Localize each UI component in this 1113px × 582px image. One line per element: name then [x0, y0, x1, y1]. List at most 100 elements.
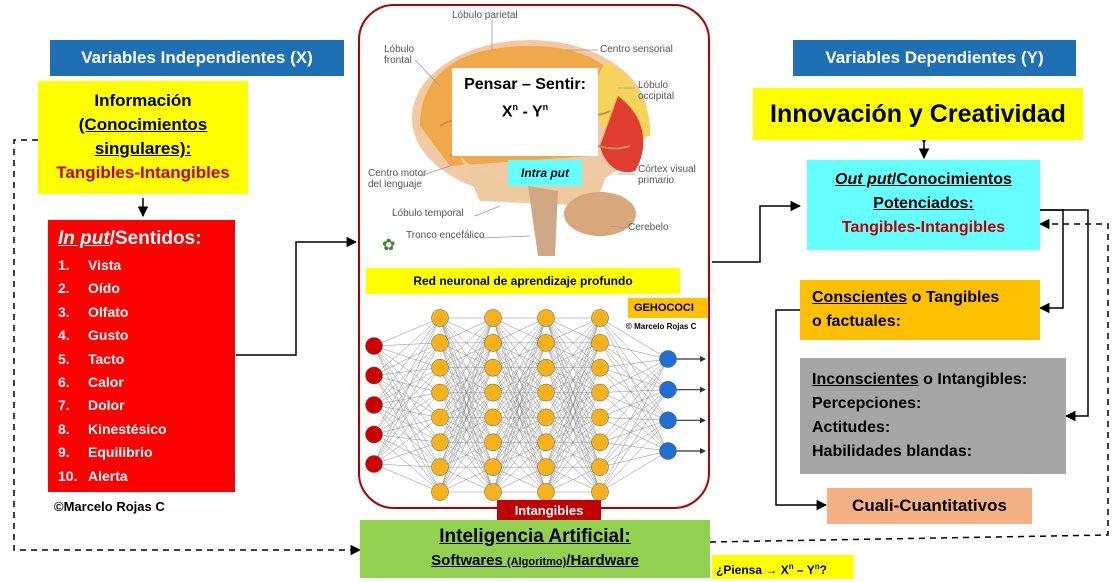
- nn-connection: [545, 417, 601, 493]
- nn-node: [484, 334, 502, 352]
- nn-connection: [439, 342, 494, 493]
- nn-connection: [599, 358, 669, 443]
- sense-number: 9.: [58, 444, 70, 461]
- nn-connection: [373, 442, 441, 465]
- nn-connection: [599, 417, 669, 452]
- nn-node: [484, 408, 502, 427]
- pensar-sentir-box: Pensar – Sentir: Xn - Yn: [452, 68, 598, 156]
- nn-connection: [373, 417, 441, 465]
- nn-connection: [599, 420, 669, 468]
- nn-node: [484, 433, 502, 452]
- nn-connection: [599, 342, 669, 360]
- nn-connection: [373, 375, 441, 493]
- arrow-output-to-inconscientes: [1040, 209, 1089, 422]
- nn-connection: [373, 342, 441, 465]
- nn-connection: [599, 389, 669, 493]
- sense-label: Alerta: [88, 467, 128, 484]
- nn-node: [484, 483, 502, 501]
- nn-node: [591, 334, 609, 352]
- nn-connection: [599, 317, 669, 452]
- dashed-feedback-right: [709, 218, 1109, 543]
- nn-connection: [373, 317, 441, 406]
- sense-item: 9.Equilibrio: [58, 441, 235, 464]
- nn-connection: [545, 317, 601, 344]
- nn-connection: [373, 375, 441, 393]
- nn-node: [591, 383, 609, 402]
- nn-connection: [373, 345, 441, 418]
- nn-node: [365, 455, 383, 473]
- nn-node: [591, 483, 609, 501]
- nn-node: [484, 383, 502, 402]
- nn-connection: [439, 317, 494, 344]
- nn-node: [659, 380, 677, 399]
- output-line3: Tangibles-Intangibles: [841, 219, 1006, 236]
- nn-node: [365, 425, 383, 444]
- nn-node: [537, 458, 555, 476]
- nn-connection: [599, 442, 669, 452]
- nn-connection: [373, 317, 441, 376]
- nn-connection: [439, 317, 494, 493]
- nn-connection: [545, 317, 601, 393]
- nn-connection: [599, 450, 669, 493]
- ai-box: Inteligencia Artificial: Softwares (Algo…: [360, 520, 710, 578]
- info-line2: (Conocimientos: [78, 115, 208, 134]
- sense-item: 2.Oído: [58, 277, 235, 300]
- nn-connection: [599, 420, 669, 493]
- nn-connection: [373, 342, 441, 376]
- nn-connection: [492, 466, 547, 493]
- nn-connection: [545, 317, 601, 418]
- sense-item: 1. Vista: [58, 254, 235, 277]
- label-frontal: Lóbulo frontal: [384, 44, 415, 66]
- nn-connection: [373, 392, 441, 435]
- ai-title: Inteligencia Artificial:: [439, 526, 631, 547]
- nn-node: [659, 442, 677, 460]
- nn-connection: [373, 392, 441, 465]
- nn-connection: [599, 358, 669, 493]
- nn-node: [365, 337, 383, 355]
- nn-connection: [599, 317, 669, 421]
- info-box: Información (Conocimientos singulares): …: [38, 81, 248, 194]
- sense-number: 7.: [58, 397, 70, 414]
- nn-connection: [439, 317, 494, 368]
- sense-label: Kinestésico: [88, 420, 167, 437]
- nn-connection: [439, 317, 494, 393]
- output-line2: Potenciados:: [873, 195, 974, 212]
- nn-connection: [599, 389, 669, 468]
- sense-label: Vista: [88, 257, 122, 273]
- nn-connection: [373, 463, 441, 493]
- sense-label: Calor: [88, 374, 124, 391]
- nn-connection: [373, 317, 441, 435]
- nn-connection: [492, 317, 547, 443]
- nn-node: [431, 358, 449, 377]
- left-header: Variables Independientes (X): [50, 40, 344, 76]
- nn-connection: [599, 420, 669, 443]
- brain-frame: ✿ Lóbulo parietal Lóbulo frontal Centro …: [358, 4, 710, 509]
- info-line1: Información: [94, 91, 192, 110]
- nn-connection: [492, 317, 547, 344]
- nn-connection: [492, 442, 547, 493]
- nn-connection: [545, 317, 601, 493]
- sense-number: 1.: [58, 257, 70, 273]
- sense-number: 2.: [58, 280, 70, 297]
- sense-item: 10.Alerta: [58, 465, 235, 488]
- nn-connection: [599, 367, 669, 452]
- label-visual: Córtex visual primario: [638, 164, 696, 186]
- nn-node: [537, 309, 555, 327]
- label-occipital: Lóbulo occipital: [638, 80, 675, 102]
- nn-connection: [492, 317, 547, 468]
- label-tronco: Tronco encefálico: [406, 230, 485, 241]
- nn-connection: [373, 345, 441, 493]
- sense-number: 5.: [58, 350, 70, 367]
- nn-connection: [599, 389, 669, 393]
- nn-connection: [492, 317, 547, 393]
- nn-connection: [373, 367, 441, 376]
- nn-output-arrowhead: [700, 356, 706, 362]
- nn-connection: [373, 345, 441, 368]
- nn-connection: [439, 466, 494, 493]
- nn-connection: [373, 417, 441, 435]
- nn-connection: [545, 392, 601, 493]
- nn-output-arrowhead: [700, 386, 706, 393]
- conscientes-box: Conscientes o Tangibles o factuales:: [800, 280, 1040, 340]
- output-box: Out put/Conocimientos Potenciados: Tangi…: [807, 160, 1040, 250]
